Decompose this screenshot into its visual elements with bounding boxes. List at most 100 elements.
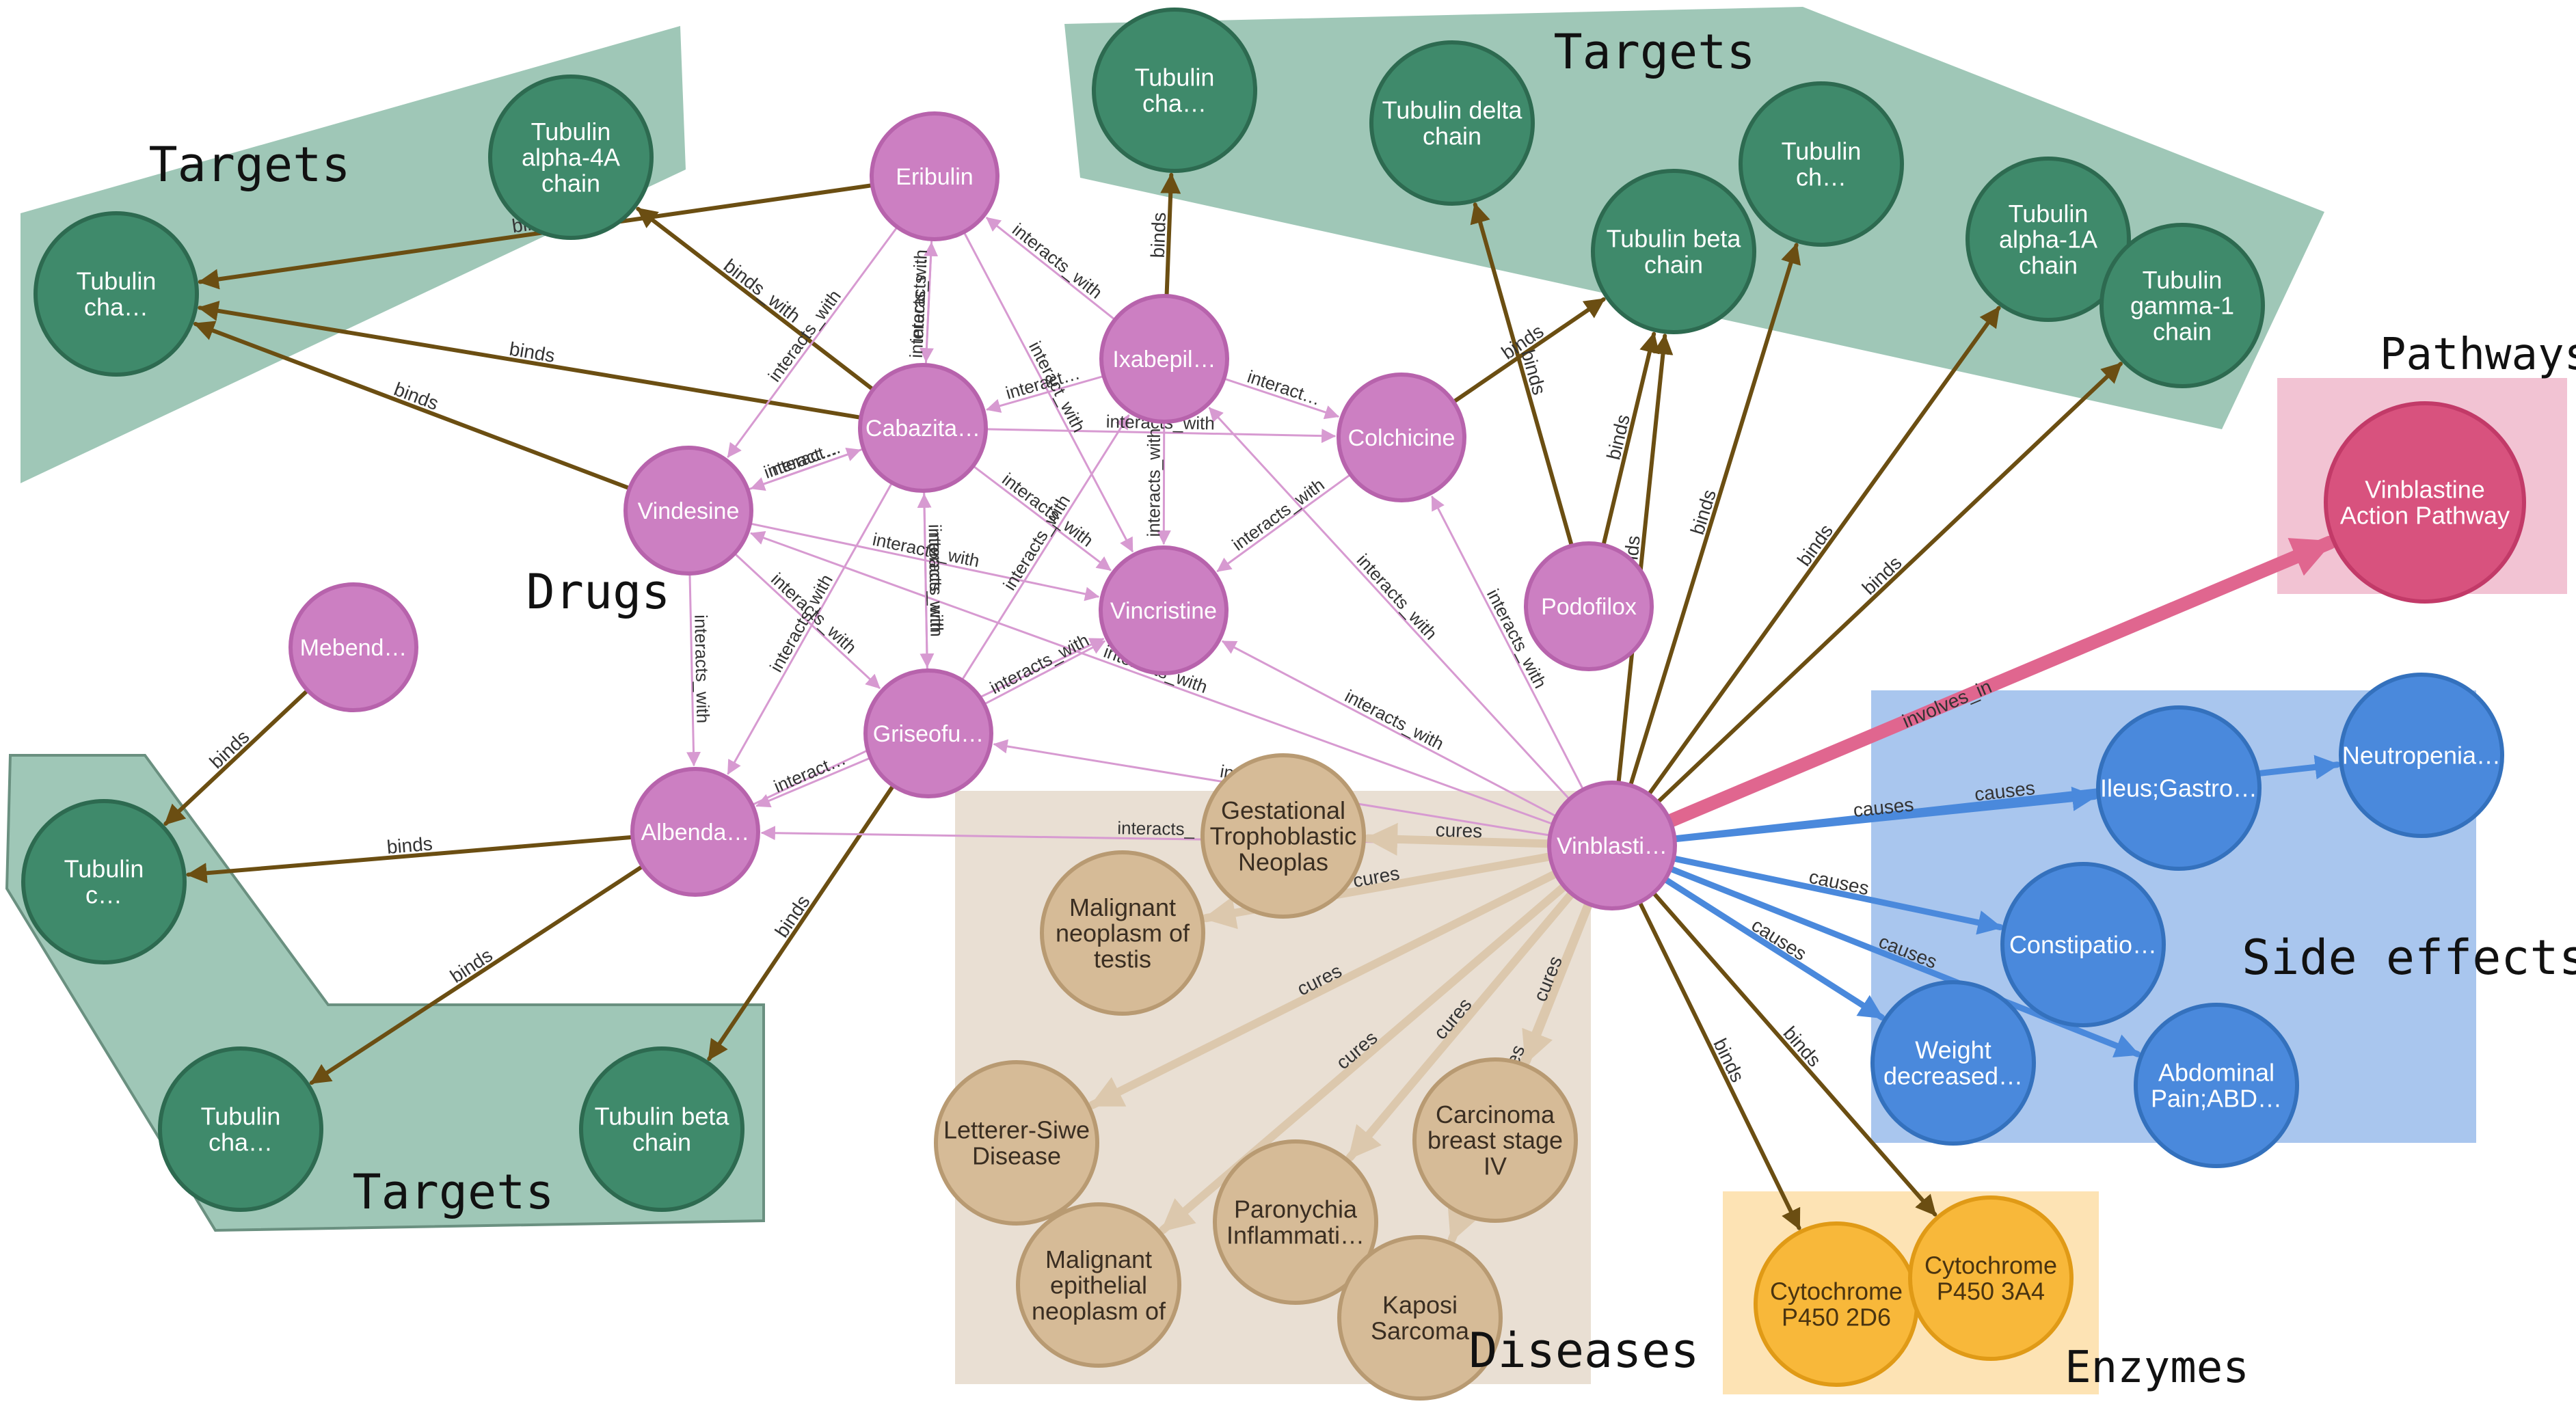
node-target[interactable]: Tubulincha… bbox=[158, 1046, 323, 1212]
node-target[interactable]: Tubulincha… bbox=[33, 211, 199, 377]
node-circle[interactable] bbox=[863, 668, 993, 798]
node-label: Tubulin bbox=[64, 855, 144, 883]
edge-binds bbox=[1651, 891, 1937, 1217]
node-circle[interactable] bbox=[1200, 753, 1366, 919]
node-circle[interactable] bbox=[2099, 223, 2265, 388]
node-circle[interactable] bbox=[1092, 8, 1257, 173]
node-label: Albenda… bbox=[641, 820, 750, 846]
edge-involves bbox=[1663, 535, 2337, 828]
node-circle[interactable] bbox=[2134, 1003, 2299, 1168]
edge-label: interacts_with bbox=[1008, 219, 1106, 302]
node-circle[interactable] bbox=[1337, 1235, 1503, 1401]
node-label: Tubulin beta bbox=[595, 1103, 730, 1131]
node-circle[interactable] bbox=[1337, 373, 1466, 502]
node-circle[interactable] bbox=[1369, 40, 1535, 206]
node-drug[interactable]: Ixabepil… bbox=[1099, 294, 1229, 424]
node-circle[interactable] bbox=[1213, 1139, 1378, 1305]
node-side-effect[interactable]: AbdominalPain;ABD… bbox=[2134, 1003, 2299, 1168]
edge-interacts bbox=[749, 522, 1100, 601]
node-circle[interactable] bbox=[2339, 673, 2504, 838]
edge-interacts bbox=[686, 572, 701, 767]
node-side-effect[interactable]: Weightdecreased… bbox=[1870, 980, 2036, 1146]
region-label-side-effects: Side effects bbox=[2242, 930, 2576, 986]
edge-label: interacts_with bbox=[1341, 686, 1447, 754]
node-circle[interactable] bbox=[579, 1046, 744, 1212]
node-drug[interactable]: Albenda… bbox=[630, 767, 760, 897]
node-drug[interactable]: Eribulin bbox=[870, 111, 999, 241]
node-circle[interactable] bbox=[1412, 1057, 1578, 1223]
node-label: cha… bbox=[1142, 90, 1207, 118]
node-circle[interactable] bbox=[1016, 1202, 1181, 1368]
region-label-enzymes: Enzymes bbox=[2065, 1342, 2249, 1393]
node-label: Ixabepil… bbox=[1112, 347, 1216, 373]
edge-causes bbox=[1662, 876, 1885, 1020]
edge-binds bbox=[1628, 243, 1801, 788]
node-drug[interactable]: Mebend… bbox=[289, 582, 418, 712]
node-side-effect[interactable]: Neutropenia… bbox=[2339, 673, 2504, 838]
node-circle[interactable] bbox=[1099, 294, 1229, 424]
node-circle[interactable] bbox=[858, 363, 988, 493]
node-circle[interactable] bbox=[934, 1060, 1099, 1226]
node-drug[interactable]: Vincristine bbox=[1099, 545, 1229, 675]
node-circle[interactable] bbox=[1739, 81, 1904, 247]
node-side-effect[interactable]: Ileus;Gastro… bbox=[2096, 705, 2262, 871]
node-circle[interactable] bbox=[1524, 541, 1654, 671]
edge-interacts bbox=[984, 428, 1337, 444]
node-label: neoplasm of bbox=[1056, 919, 1190, 947]
node-label: Neoplas bbox=[1238, 848, 1328, 876]
node-circle[interactable] bbox=[1547, 781, 1677, 910]
node-label: Vinblasti… bbox=[1557, 833, 1667, 859]
node-circle[interactable] bbox=[1870, 980, 2036, 1146]
node-drug[interactable]: Cabazita… bbox=[858, 363, 988, 493]
node-label: Disease bbox=[972, 1142, 1061, 1170]
node-circle[interactable] bbox=[623, 446, 753, 576]
edge-interacts bbox=[755, 757, 872, 808]
node-circle[interactable] bbox=[870, 111, 999, 241]
node-circle[interactable] bbox=[289, 582, 418, 712]
node-circle[interactable] bbox=[630, 767, 760, 897]
node-circle[interactable] bbox=[2096, 705, 2262, 871]
node-disease[interactable]: ParonychiaInflammati… bbox=[1213, 1139, 1378, 1305]
node-label: Cytochrome bbox=[1770, 1277, 1903, 1306]
node-circle[interactable] bbox=[2000, 862, 2166, 1027]
node-target[interactable]: Tubulincha… bbox=[1092, 8, 1257, 173]
node-side-effect[interactable]: Constipatio… bbox=[2000, 862, 2166, 1027]
node-circle[interactable] bbox=[2324, 401, 2526, 604]
node-circle[interactable] bbox=[33, 211, 199, 377]
node-drug[interactable]: Vinblasti… bbox=[1547, 781, 1677, 910]
node-drug[interactable]: Colchicine bbox=[1337, 373, 1466, 502]
edge-binds bbox=[193, 321, 632, 491]
node-circle[interactable] bbox=[158, 1046, 323, 1212]
node-circle[interactable] bbox=[1965, 157, 2131, 322]
node-target[interactable]: Tubulinch… bbox=[1739, 81, 1904, 247]
node-drug[interactable]: Griseofu… bbox=[863, 668, 993, 798]
node-circle[interactable] bbox=[1040, 850, 1205, 1016]
node-drug[interactable]: Vindesine bbox=[623, 446, 753, 576]
node-label: neoplasm of bbox=[1032, 1297, 1166, 1325]
node-circle[interactable] bbox=[488, 75, 654, 240]
edge-cures bbox=[1522, 900, 1594, 1066]
node-circle[interactable] bbox=[1908, 1195, 2074, 1361]
node-target[interactable]: Tubulinc… bbox=[21, 799, 187, 964]
edge-label: interacts_with bbox=[906, 249, 931, 358]
node-circle[interactable] bbox=[21, 799, 187, 964]
node-circle[interactable] bbox=[1099, 545, 1229, 675]
node-drug[interactable]: Podofilox bbox=[1524, 541, 1654, 671]
node-circle[interactable] bbox=[1591, 169, 1756, 334]
edge-label: interacts_with bbox=[987, 630, 1092, 698]
